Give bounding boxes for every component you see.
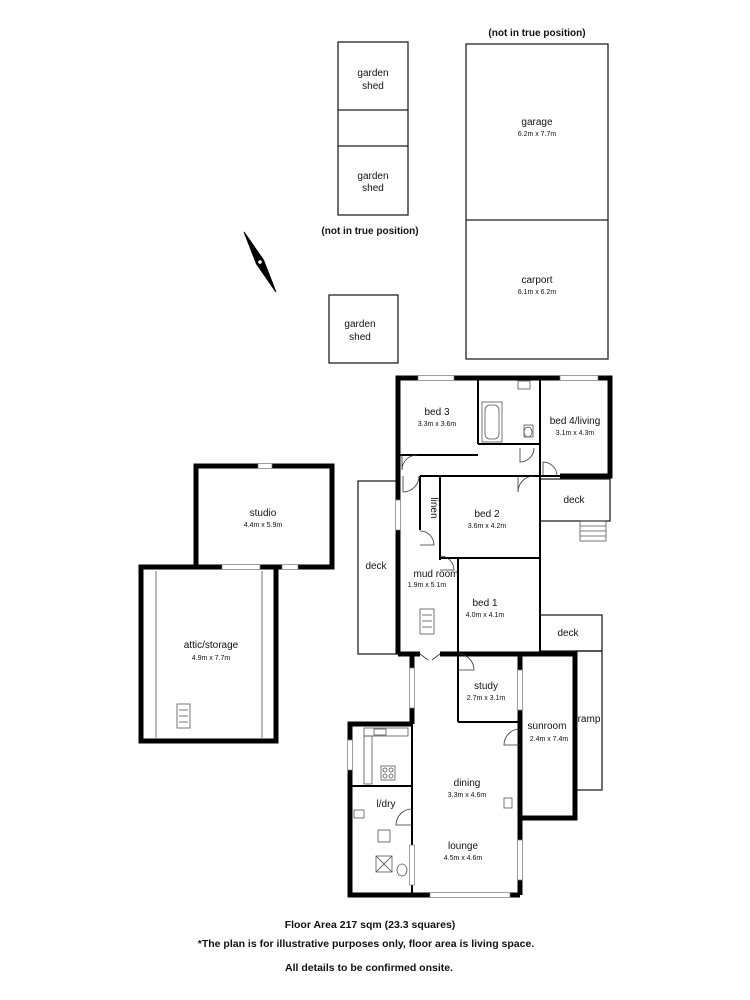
bed4-door-icon [542, 461, 558, 477]
laundry-door-icon [395, 808, 413, 826]
garage-carport-outline [465, 43, 609, 360]
carport-label: carport [521, 275, 552, 286]
garden-shed-1-label-a: garden [357, 68, 388, 79]
garden-shed-3-label-a: garden [344, 319, 375, 330]
bed2-size: 3.6m x 4.2m [468, 523, 507, 530]
basin-icon [517, 380, 531, 390]
not-true-position-note-garage: (not in true position) [488, 28, 585, 39]
lounge-label: lounge [448, 841, 478, 852]
garden-sheds-group: garden shed garden shed garden shed (not… [321, 41, 419, 364]
kitchen-fixtures-icon [363, 727, 409, 785]
garage-carport-group: (not in true position) garage 6.2m x 7.7… [465, 28, 609, 360]
sunroom-size: 2.4m x 7.4m [530, 736, 569, 743]
bed3-label: bed 3 [424, 407, 449, 418]
garden-shed-3 [328, 294, 399, 364]
attic-label: attic/storage [184, 640, 239, 651]
double-door-icon [419, 653, 441, 661]
carport-size: 6.1m x 6.2m [518, 289, 557, 296]
laundry-fixtures-icon [353, 809, 408, 877]
attic-size: 4.9m x 7.7m [192, 655, 231, 662]
studio-label: studio [250, 508, 277, 519]
main-house-group: bed 3 3.3m x 3.6m bed 4/living 3.1m x 4.… [347, 375, 613, 898]
study-size: 2.7m x 3.1m [467, 695, 506, 702]
mud-room-size: 1.9m x 5.1m [408, 582, 447, 589]
linen-label: linen [428, 497, 439, 518]
attic-storage-room [138, 564, 279, 744]
confirm-note: All details to be confirmed onsite. [285, 962, 453, 974]
toilet-icon [523, 424, 534, 438]
studio-size: 4.4m x 5.9m [244, 522, 283, 529]
bathtub-icon [481, 401, 503, 443]
garden-shed-3-label-b: shed [349, 332, 371, 343]
bed2-door-icon [517, 475, 535, 493]
linen-door-icon [402, 475, 420, 493]
bed3-door-icon [401, 454, 418, 471]
study-door-icon [457, 653, 475, 671]
fireplace-icon [503, 797, 513, 809]
mud-room-label: mud room [413, 569, 458, 580]
bed1-label: bed 1 [472, 598, 497, 609]
dining-size: 3.3m x 4.6m [448, 792, 487, 799]
mudroom-stair-icon [419, 608, 435, 635]
garage-size: 6.2m x 7.7m [518, 131, 557, 138]
bed4-label: bed 4/living [550, 416, 601, 427]
garden-shed-block [337, 41, 409, 216]
north-compass-icon [243, 231, 277, 293]
bed1-size: 4.0m x 4.1m [466, 612, 505, 619]
deck-steps-icon [579, 520, 607, 542]
ramp-label: ramp [578, 714, 601, 725]
garden-shed-1-label-b: shed [362, 81, 384, 92]
bed1-door-icon [439, 555, 455, 571]
studio-attic-group: studio 4.4m x 5.9m attic/storage 4.9m x … [138, 463, 335, 744]
disclaimer-note: *The plan is for illustrative purposes o… [198, 938, 535, 950]
bed4-size: 3.1m x 4.3m [556, 430, 595, 437]
lounge-size: 4.5m x 4.6m [444, 855, 483, 862]
laundry-label: l/dry [377, 799, 396, 810]
floor-area-note: Floor Area 217 sqm (23.3 squares) [285, 919, 456, 931]
deck-top-label: deck [563, 495, 585, 506]
deck-left-label: deck [365, 561, 387, 572]
garden-shed-2-label-b: shed [362, 183, 384, 194]
dining-label: dining [454, 778, 481, 789]
sunroom-label: sunroom [528, 721, 567, 732]
not-true-position-note-sheds: (not in true position) [321, 226, 418, 237]
garage-label: garage [521, 117, 553, 128]
bed3-size: 3.3m x 3.6m [418, 421, 457, 428]
garden-shed-2-label-a: garden [357, 171, 388, 182]
attic-ladder-icon [176, 703, 191, 729]
bathroom-door-icon [519, 447, 535, 463]
sunroom-door-icon [503, 728, 521, 746]
deck-mid-label: deck [557, 628, 579, 639]
bed2-label: bed 2 [474, 509, 499, 520]
mudroom-door-icon [419, 530, 435, 546]
study-label: study [474, 681, 498, 692]
